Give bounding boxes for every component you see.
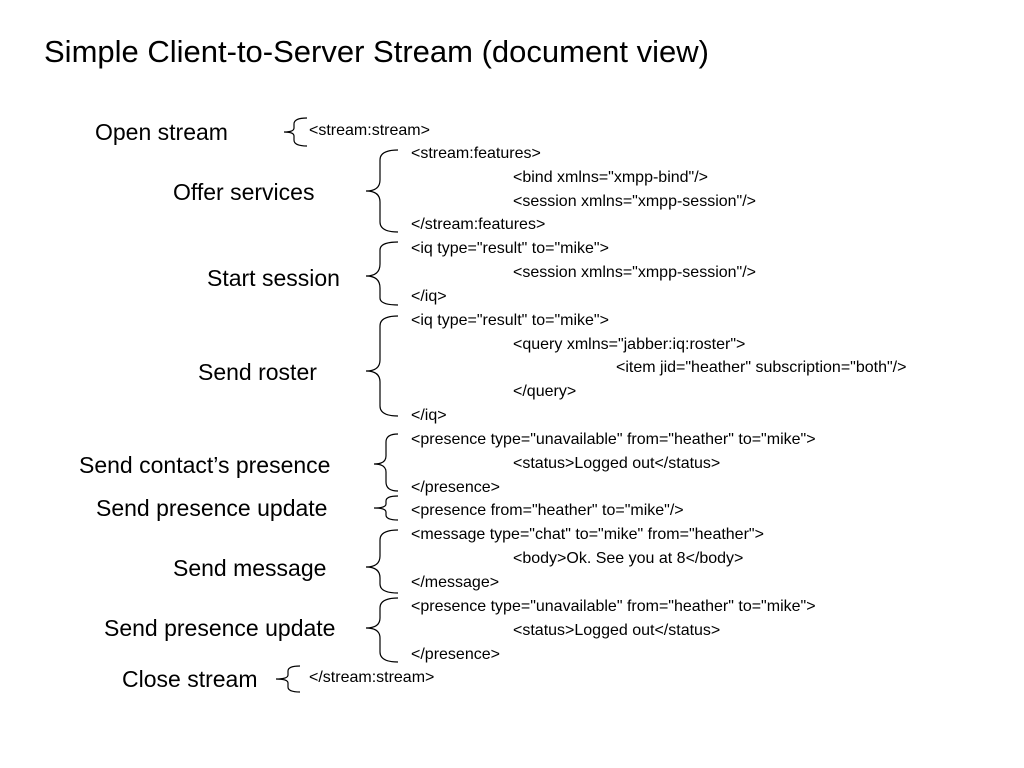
xml-line: <message type="chat" to="mike" from="hea… [411, 526, 764, 543]
brace-send-presence-update-1 [373, 495, 399, 521]
stage-label-send-presence-update-2: Send presence update [104, 615, 336, 641]
xml-line: <status>Logged out</status> [513, 622, 721, 639]
xml-line: </stream:features> [411, 216, 546, 233]
xml-line: </iq> [411, 288, 447, 305]
brace-offer-services [365, 149, 399, 233]
slide-title: Simple Client-to-Server Stream (document… [44, 34, 709, 69]
xml-line: <status>Logged out</status> [513, 455, 721, 472]
brace-send-contacts-presence [373, 433, 399, 492]
brace-send-message [365, 529, 399, 594]
stage-label-close-stream: Close stream [122, 666, 258, 692]
xml-line: </presence> [411, 479, 500, 496]
xml-line: <item jid="heather" subscription="both"/… [616, 359, 907, 376]
xml-line: <body>Ok. See you at 8</body> [513, 550, 744, 567]
stage-label-send-roster: Send roster [198, 359, 317, 385]
xml-line: </query> [513, 383, 577, 400]
stage-label-send-presence-update: Send presence update [96, 495, 328, 521]
xml-line: <presence from="heather" to="mike"/> [411, 502, 684, 519]
brace-open-stream [283, 117, 308, 147]
brace-send-roster [365, 315, 399, 417]
xml-line: <stream:features> [411, 145, 541, 162]
xml-line: </presence> [411, 646, 500, 663]
xml-line: </message> [411, 574, 500, 591]
xml-line: <presence type="unavailable" from="heath… [411, 431, 816, 448]
brace-send-presence-update-2 [365, 597, 399, 663]
xml-line: <iq type="result" to="mike"> [411, 240, 609, 257]
xml-line: </stream:stream> [309, 669, 435, 686]
brace-start-session [365, 241, 399, 306]
xml-line: <stream:stream> [309, 122, 430, 139]
xml-line: <session xmlns="xmpp-session"/> [513, 264, 757, 281]
xml-line: <session xmlns="xmpp-session"/> [513, 193, 757, 210]
brace-close-stream [275, 665, 301, 693]
xml-line: <iq type="result" to="mike"> [411, 312, 609, 329]
stage-label-start-session: Start session [207, 265, 340, 291]
xml-line: </iq> [411, 407, 447, 424]
stage-label-offer-services: Offer services [173, 179, 315, 205]
stage-label-send-message: Send message [173, 555, 327, 581]
xml-line: <presence type="unavailable" from="heath… [411, 598, 816, 615]
stage-label-send-contacts-presence: Send contact’s presence [79, 452, 331, 478]
xml-line: <bind xmlns="xmpp-bind"/> [513, 169, 709, 186]
xml-line: <query xmlns="jabber:iq:roster"> [513, 336, 746, 353]
stage-label-open-stream: Open stream [95, 119, 228, 145]
